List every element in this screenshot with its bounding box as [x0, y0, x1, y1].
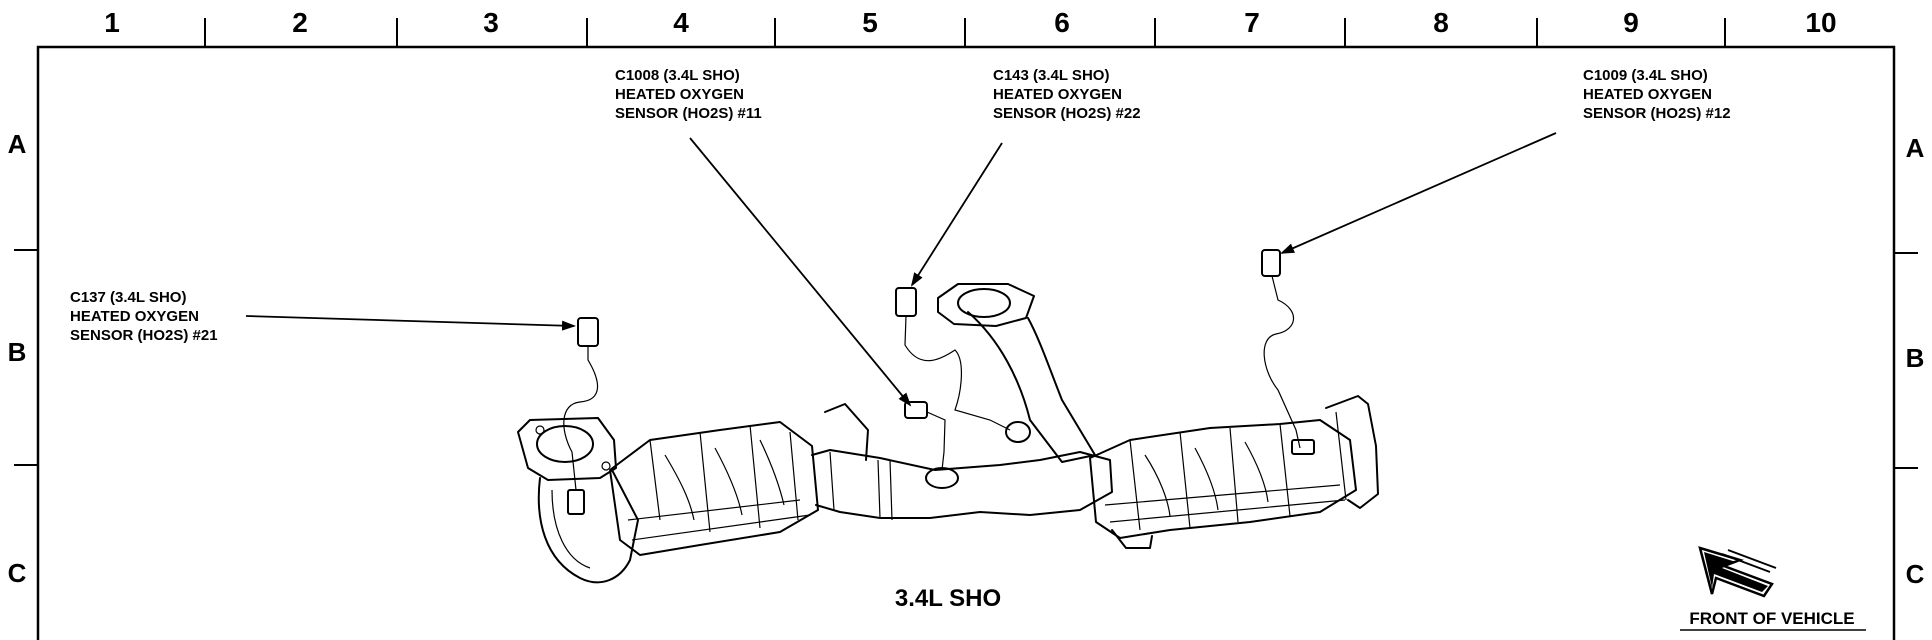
diagram-title: 3.4L SHO [895, 585, 1001, 612]
col-label-7: 7 [1244, 7, 1260, 38]
callout-c1009-line3: SENSOR (HO2S) #12 [1583, 105, 1731, 122]
callout-c1008-line3: SENSOR (HO2S) #11 [615, 105, 762, 122]
column-ticks [204, 18, 1726, 47]
front-of-vehicle-arrow-icon [1698, 546, 1777, 598]
oxygen-sensor-11 [904, 401, 946, 471]
callout-c1008-line2: HEATED OXYGEN [615, 86, 744, 103]
right-outlet-flange [1325, 395, 1379, 509]
callout-c143: C143 (3.4L SHO) HEATED OXYGEN SENSOR (HO… [993, 67, 1141, 122]
upper-flange [937, 283, 1035, 327]
diagram-frame [36, 45, 1896, 640]
oxygen-sensor-12 [1261, 249, 1315, 455]
callout-c143-line2: HEATED OXYGEN [993, 86, 1122, 103]
right-catalytic-converter [1089, 419, 1357, 539]
left-flange-port [536, 425, 594, 463]
left-catalytic-converter [609, 421, 819, 556]
col-label-1: 1 [104, 7, 120, 38]
callout-c1008: C1008 (3.4L SHO) HEATED OXYGEN SENSOR (H… [615, 67, 762, 122]
row-ticks [14, 249, 1918, 469]
left-downpipe [537, 469, 639, 584]
row-label-right-a: A [1906, 133, 1925, 163]
column-labels: 1 2 3 4 5 6 7 8 9 10 [104, 7, 1836, 38]
row-label-left-b: B [8, 337, 27, 367]
callout-c137-line3: SENSOR (HO2S) #21 [70, 327, 218, 344]
callout-c143-line1: C143 (3.4L SHO) [993, 67, 1109, 84]
leader-c143 [910, 142, 1003, 287]
col-label-3: 3 [483, 7, 499, 38]
row-label-right-c: C [1906, 559, 1925, 589]
oxygen-sensor-21 [563, 317, 599, 515]
upper-flange-port [957, 288, 1011, 318]
callout-c1009-line1: C1009 (3.4L SHO) [1583, 67, 1708, 84]
row-label-left-c: C [8, 558, 27, 588]
col-label-5: 5 [862, 7, 878, 38]
center-pipe [811, 449, 1113, 519]
row-label-left-a: A [8, 129, 27, 159]
col-label-4: 4 [673, 7, 689, 38]
callout-c1009: C1009 (3.4L SHO) HEATED OXYGEN SENSOR (H… [1583, 67, 1731, 122]
leader-c1008 [689, 137, 912, 407]
col-label-8: 8 [1433, 7, 1449, 38]
oxygen-sensor-22 [895, 287, 1011, 431]
callout-c1009-line2: HEATED OXYGEN [1583, 86, 1712, 103]
col-label-6: 6 [1054, 7, 1070, 38]
col-label-10: 10 [1805, 7, 1836, 38]
left-flange [517, 417, 617, 481]
col-label-2: 2 [292, 7, 308, 38]
callout-c1008-line1: C1008 (3.4L SHO) [615, 67, 740, 84]
row-label-right-b: B [1906, 343, 1925, 373]
hanger-bracket [824, 403, 869, 461]
callout-c143-line3: SENSOR (HO2S) #22 [993, 105, 1141, 122]
leader-c137 [245, 315, 576, 331]
callout-c137: C137 (3.4L SHO) HEATED OXYGEN SENSOR (HO… [70, 289, 218, 344]
exhaust-assembly [517, 283, 1379, 584]
col-label-9: 9 [1623, 7, 1639, 38]
callout-c137-line2: HEATED OXYGEN [70, 308, 199, 325]
callout-c137-line1: C137 (3.4L SHO) [70, 289, 186, 306]
front-of-vehicle-label: FRONT OF VEHICLE [1689, 609, 1854, 628]
center-sensor-bung [925, 467, 959, 489]
leader-c1009 [1280, 132, 1557, 254]
y-pipe-riser [967, 311, 1096, 463]
row-labels: A B C A B C [8, 129, 1925, 589]
bottom-bracket [1111, 529, 1153, 549]
